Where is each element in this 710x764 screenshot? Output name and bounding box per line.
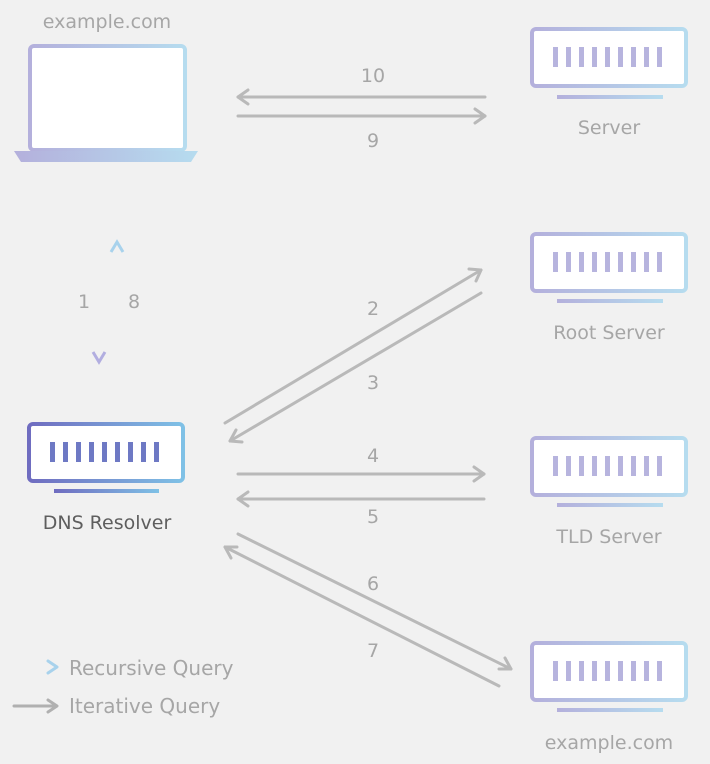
legend-recursive-arrow-icon	[12, 659, 59, 675]
step-8-label: 8	[128, 291, 140, 313]
laptop-icon	[14, 44, 198, 162]
step-7-label: 7	[367, 640, 379, 662]
step-10-label: 10	[361, 65, 385, 87]
tld-server-icon	[530, 436, 688, 507]
resolver-icon	[27, 422, 185, 493]
client-label: example.com	[43, 11, 171, 33]
authoritative-server-icon	[530, 641, 688, 712]
step-1-label: 1	[78, 291, 90, 313]
resolver-label: DNS Resolver	[43, 512, 172, 534]
legend-iterative-label: Iterative Query	[69, 694, 220, 718]
root-server-icon	[530, 232, 688, 303]
step-6-label: 6	[367, 573, 379, 595]
legend-iterative-arrow-icon	[12, 698, 59, 714]
server-label: Server	[578, 117, 640, 139]
tld-server-label: TLD Server	[555, 526, 661, 548]
server-icon	[530, 27, 688, 99]
step-2-label: 2	[367, 298, 379, 320]
root-server-label: Root Server	[553, 322, 665, 344]
step-3-label: 3	[367, 372, 379, 394]
iterative-arrows	[223, 88, 513, 688]
legend: Recursive Query Iterative Query	[12, 656, 234, 718]
step-5-label: 5	[367, 506, 379, 528]
step-4-label: 4	[367, 445, 379, 467]
legend-recursive-label: Recursive Query	[69, 656, 234, 680]
step-9-label: 9	[367, 130, 379, 152]
authoritative-server-label: example.com	[545, 732, 673, 754]
recursive-arrows	[91, 239, 125, 365]
